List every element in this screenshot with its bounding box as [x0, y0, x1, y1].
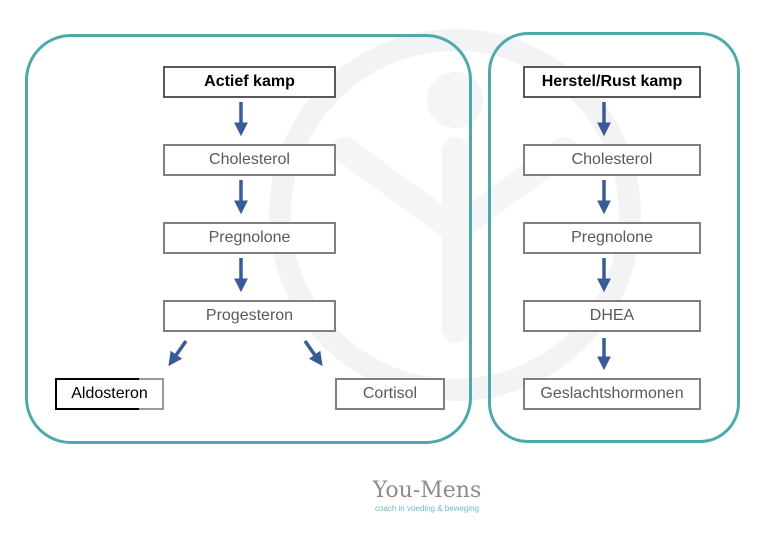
branch-label: Cortisol — [362, 385, 418, 402]
rest-camp-panel — [488, 32, 740, 443]
left-step-progesteron: Progesteron — [163, 300, 336, 332]
brand-name: You-Mens — [372, 478, 482, 503]
right-step-dhea: DHEA — [523, 300, 701, 332]
left-step-cholesterol: Cholesterol — [163, 144, 336, 176]
left-step-pregnolone: Pregnolone — [163, 222, 336, 254]
right-step-geslachtshormonen: Geslachtshormonen — [523, 378, 701, 410]
arrow-down-right-icon — [303, 339, 323, 367]
left-step-label: Pregnolone — [208, 229, 291, 246]
rest-camp-title: Herstel/Rust kamp — [541, 73, 683, 90]
branch-label: Aldosteron — [71, 385, 148, 402]
right-step-label: DHEA — [589, 307, 635, 324]
active-camp-title: Actief kamp — [204, 73, 295, 90]
right-step-pregnolone: Pregnolone — [523, 222, 701, 254]
right-step-label: Geslachtshormonen — [540, 385, 684, 402]
right-step-cholesterol: Cholesterol — [523, 144, 701, 176]
right-step-label: Pregnolone — [571, 229, 653, 246]
right-step-label: Cholesterol — [571, 151, 653, 168]
brand-logo: You-Mens coach in voeding & beweging — [352, 478, 502, 514]
brand-tagline: coach in voeding & beweging — [374, 504, 480, 513]
arrow-down-left-icon — [168, 339, 188, 367]
active-camp-title-box: Actief kamp — [163, 66, 336, 98]
branch-cortisol: Cortisol — [335, 378, 445, 410]
active-camp-panel — [25, 34, 472, 444]
rest-camp-title-box: Herstel/Rust kamp — [523, 66, 701, 98]
left-step-label: Cholesterol — [209, 151, 290, 168]
branch-aldosteron: Aldosteron — [55, 378, 164, 410]
left-step-label: Progesteron — [205, 307, 294, 324]
